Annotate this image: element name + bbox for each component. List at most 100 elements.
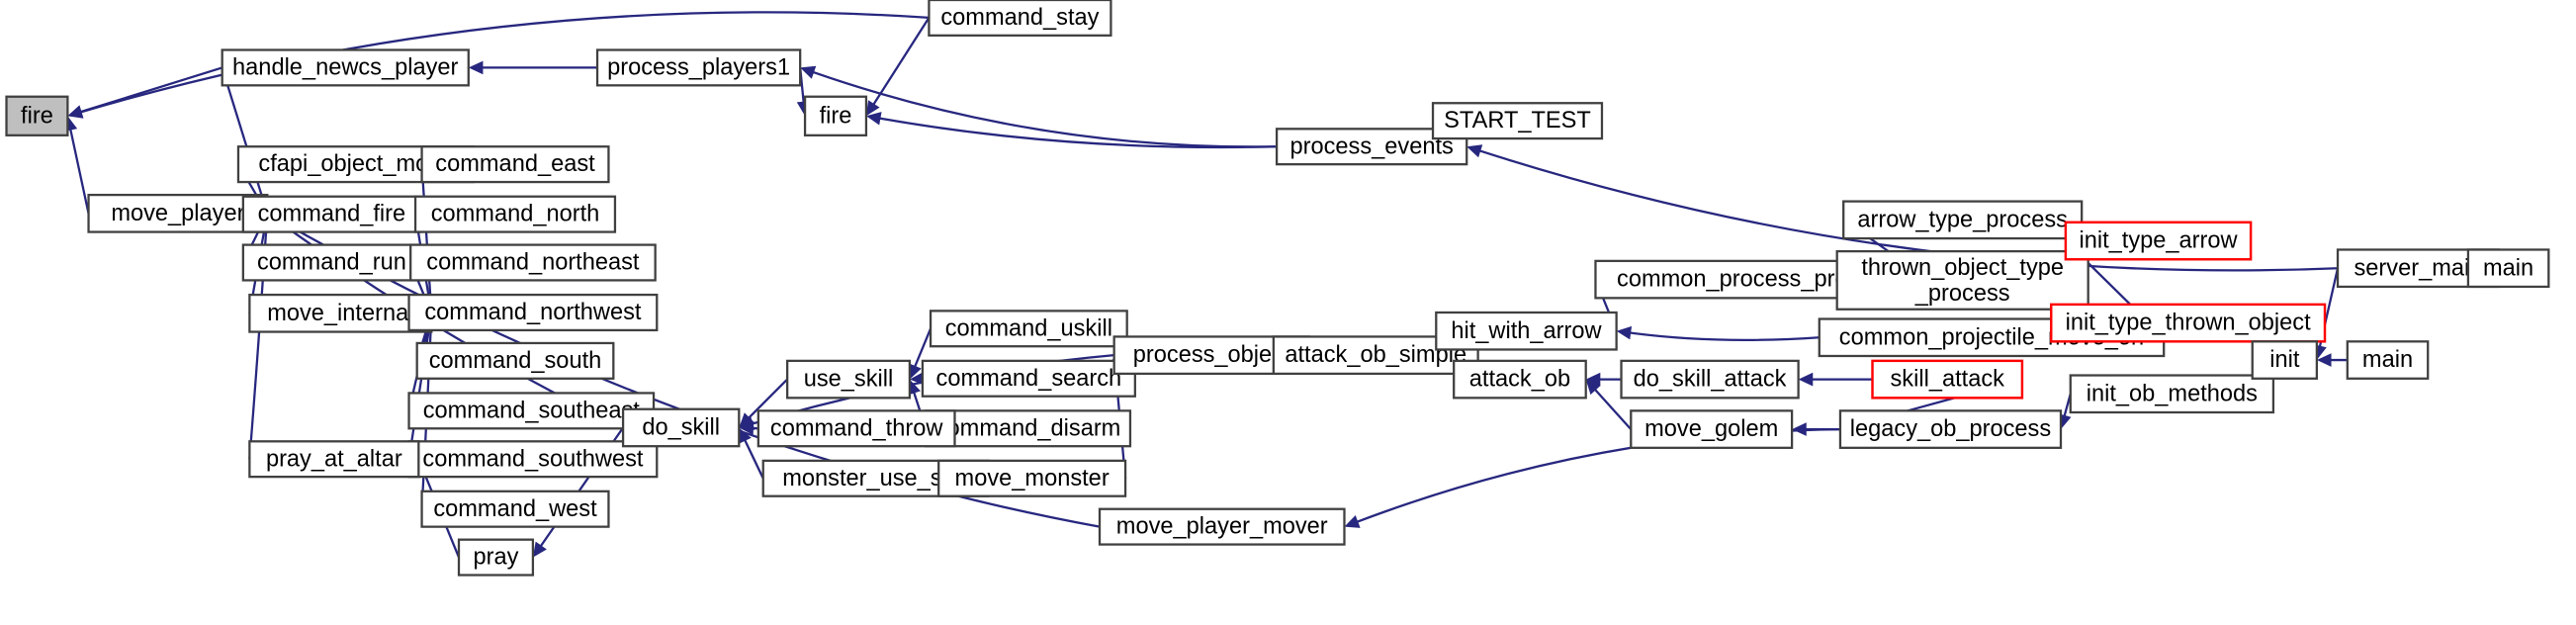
graph-node-command_throw[interactable]: command_throw [756,409,956,448]
graph-node-move_golem[interactable]: move_golem [1630,409,1794,449]
edge-arrowhead [865,112,882,126]
node-box[interactable] [1431,102,1604,140]
graph-node-arrow_type_process[interactable]: arrow_type_process [1842,200,2084,240]
graph-node-hit_with_arrow[interactable]: hit_with_arrow [1435,311,1618,351]
graph-node-attack_ob[interactable]: attack_ob [1453,359,1587,400]
node-box[interactable] [1871,359,2024,400]
graph-node-init[interactable]: init [2251,340,2319,380]
graph-node-command_southwest[interactable]: command_southwest [407,440,659,479]
node-box[interactable] [928,0,1112,37]
node-box[interactable] [1838,409,2063,449]
edge-arrowhead [532,541,547,558]
graph-node-legacy_ob_process[interactable]: legacy_ob_process [1838,409,2063,449]
edge-arrowhead [909,363,922,380]
edge-arrowhead [468,60,484,75]
graph-edge-command_stay-to-fire_root [80,11,930,114]
node-box[interactable] [415,341,615,380]
node-box[interactable] [1630,409,1794,449]
edge-arrowhead [800,65,817,79]
edge-arrowhead [907,379,921,396]
node-box[interactable] [786,359,912,400]
graph-node-thrown_object_type_process[interactable]: thrown_object_type_process [1835,249,2089,311]
graph-node-move_internal[interactable]: move_internal [248,293,433,333]
node-box[interactable] [2050,303,2327,343]
graph-node-handle_newcs_player[interactable]: handle_newcs_player [221,48,470,87]
node-box[interactable] [2346,340,2430,380]
node-layer: fire command_stay handle_newcs_player proce… [5,0,2550,577]
graph-edge-process_events-to-process_players1 [812,70,1278,148]
graph-node-command_northwest[interactable]: command_northwest [407,293,659,332]
graph-node-move_player[interactable]: move_player [87,193,269,233]
graph-node-fire_mid[interactable]: fire [803,95,868,136]
node-box[interactable] [756,409,956,448]
graph-node-command_stay[interactable]: command_stay [928,0,1112,37]
node-box[interactable] [1620,359,1800,400]
graph-node-do_skill[interactable]: do_skill [621,407,741,448]
node-box[interactable] [241,195,422,233]
graph-node-init_type_arrow[interactable]: init_type_arrow [2064,221,2253,261]
graph-node-init_type_thrown_object[interactable]: init_type_thrown_object [2050,303,2327,343]
graph-node-command_disarm[interactable]: command_disarm [925,409,1132,448]
node-box[interactable] [2064,221,2253,261]
graph-node-pray_at_altar[interactable]: pray_at_altar [248,440,420,479]
graph-node-process_players1[interactable]: process_players1 [595,48,802,87]
node-box[interactable] [803,95,868,136]
node-box[interactable] [5,95,69,136]
node-box[interactable] [241,243,422,282]
graph-node-main_bottom[interactable]: main [2346,340,2430,380]
graph-node-command_southeast[interactable]: command_southeast [407,392,656,430]
node-box[interactable] [87,193,269,233]
graph-node-command_search[interactable]: command_search [921,359,1136,398]
node-box[interactable] [1842,200,2084,240]
graph-node-command_north[interactable]: command_north [413,195,617,233]
graph-node-command_uskill[interactable]: command_uskill [929,310,1128,348]
graph-edge-server_main-to-process_events [1479,149,2339,272]
node-box[interactable] [420,490,610,528]
graph-node-command_run[interactable]: command_run [241,243,422,282]
graph-node-command_west[interactable]: command_west [420,490,610,528]
node-box[interactable] [457,538,535,577]
node-box[interactable] [413,195,617,233]
graph-node-START_TEST[interactable]: START_TEST [1431,102,1604,140]
node-box[interactable] [937,459,1127,497]
node-box[interactable] [621,407,741,448]
node-box[interactable] [2251,340,2319,380]
node-box[interactable] [221,48,470,87]
graph-node-move_player_mover[interactable]: move_player_mover [1098,507,1346,546]
graph-edge-monster_use_skill-to-do_skill [744,439,764,480]
node-box[interactable] [1453,359,1587,400]
node-box[interactable] [1435,311,1618,351]
graph-node-main_top[interactable]: main [2466,248,2550,289]
graph-node-use_skill[interactable]: use_skill [786,359,912,400]
graph-node-command_northeast[interactable]: command_northeast [409,243,657,282]
node-box[interactable] [595,48,802,87]
node-box[interactable] [420,145,610,184]
node-box[interactable] [2069,374,2275,414]
node-box[interactable] [921,359,1136,398]
graph-node-init_ob_methods[interactable]: init_ob_methods [2069,374,2275,414]
node-box[interactable] [409,243,657,282]
node-box[interactable] [407,440,659,479]
graph-node-move_monster[interactable]: move_monster [937,459,1127,497]
node-box[interactable] [2466,248,2550,289]
graph-node-do_skill_attack[interactable]: do_skill_attack [1620,359,1800,400]
node-box[interactable] [1098,507,1346,546]
node-box[interactable] [248,293,433,333]
edge-arrowhead [1466,144,1483,158]
graph-node-fire_root[interactable]: fire [5,95,69,136]
node-box[interactable] [407,293,659,332]
node-box[interactable] [407,392,656,430]
graph-node-command_fire[interactable]: command_fire [241,195,422,233]
edge-arrowhead [1585,379,1601,396]
graph-edge-common_projectile_move_on-to-hit_with_arrow [1630,331,1820,342]
graph-node-command_south[interactable]: command_south [415,341,615,380]
graph-edge-process_events-to-fire_mid [879,117,1278,149]
node-box[interactable] [925,409,1132,448]
node-box[interactable] [248,440,420,479]
graph-node-command_east[interactable]: command_east [420,145,610,184]
graph-node-pray[interactable]: pray [457,538,535,577]
graph-node-skill_attack[interactable]: skill_attack [1871,359,2024,400]
node-box[interactable] [1835,249,2089,311]
node-box[interactable] [929,310,1128,348]
